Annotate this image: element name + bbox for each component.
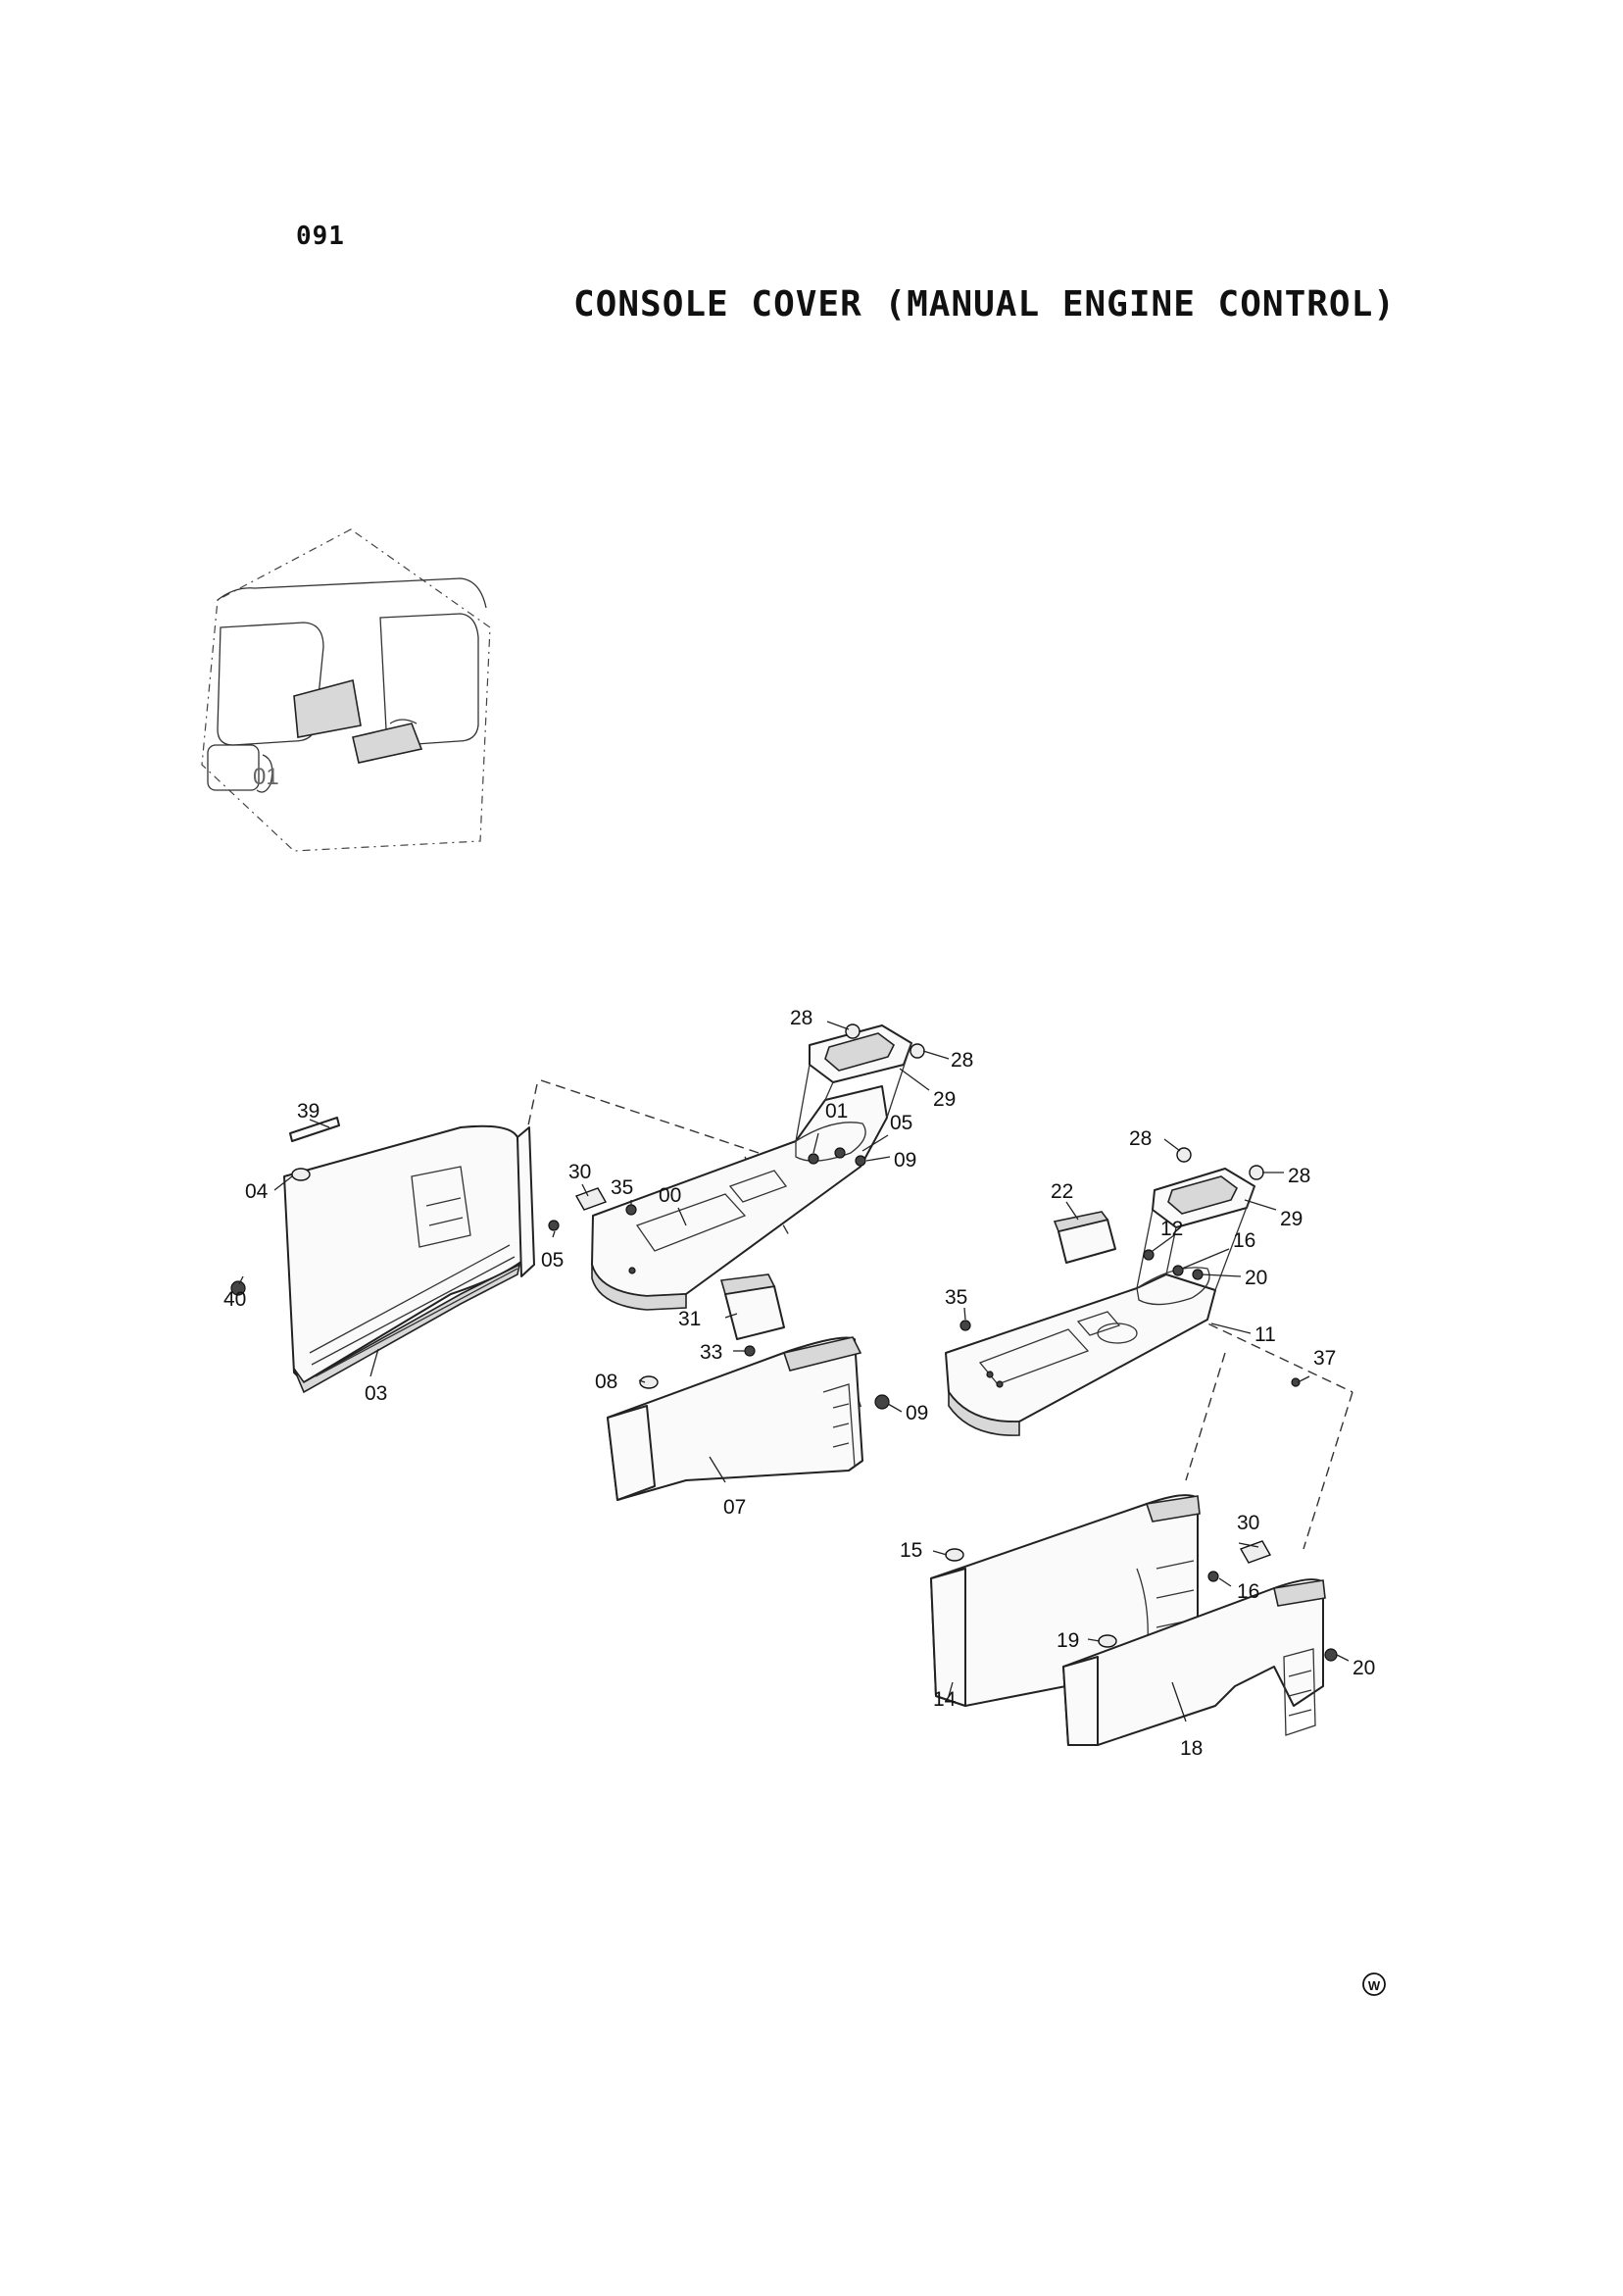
brand-mark-letter: W — [1368, 1978, 1381, 1993]
side-cover-03 — [283, 1124, 535, 1394]
fasteners — [230, 1023, 1338, 1662]
assembly-line — [1185, 1352, 1226, 1481]
part-label: 00 — [659, 1184, 681, 1207]
brand-mark-icon: W — [1362, 1972, 1386, 1996]
part-label: 09 — [894, 1149, 916, 1172]
part-label: 18 — [1180, 1737, 1203, 1760]
part-label: 29 — [933, 1088, 956, 1111]
assembly-line — [540, 1079, 824, 1175]
assembly-line — [1303, 1391, 1353, 1550]
switch-box-22 — [1053, 1211, 1116, 1264]
rear-cover-18 — [1062, 1578, 1326, 1746]
cup-holder-31 — [719, 1273, 785, 1340]
part-label: 12 — [1160, 1218, 1183, 1240]
part-label: 28 — [951, 1049, 973, 1072]
part-label: 30 — [568, 1161, 591, 1183]
part-label: 40 — [223, 1288, 246, 1311]
part-label: 03 — [365, 1382, 387, 1405]
page-title: CONSOLE COVER (MANUAL ENGINE CONTROL) — [573, 284, 1396, 324]
locator-number-label: 01 — [253, 764, 279, 790]
label-strip-39 — [289, 1117, 340, 1142]
part-label: 14 — [933, 1688, 957, 1711]
part-label: 01 — [825, 1100, 848, 1123]
console-top-11 — [945, 1267, 1216, 1436]
part-label: 35 — [611, 1176, 633, 1199]
part-label: 29 — [1280, 1208, 1303, 1230]
part-label: 09 — [906, 1402, 928, 1424]
part-label: 39 — [297, 1100, 320, 1123]
part-label: 31 — [678, 1308, 701, 1330]
part-label: 30 — [1237, 1512, 1259, 1534]
part-label: 11 — [1254, 1323, 1276, 1346]
part-label: 28 — [1129, 1127, 1152, 1150]
front-cover-07 — [607, 1336, 863, 1501]
part-label: 22 — [1051, 1180, 1073, 1203]
part-label: 16 — [1237, 1580, 1259, 1603]
part-labels: 28 28 29 01 05 09 39 04 30 35 00 05 40 0… — [223, 1007, 1375, 1760]
page-number: 091 — [296, 222, 345, 251]
part-label: 37 — [1313, 1347, 1336, 1370]
part-label: 05 — [541, 1249, 564, 1272]
grip-frame-29-right — [1136, 1168, 1255, 1291]
part-label: 20 — [1352, 1657, 1375, 1679]
part-label: 08 — [595, 1371, 617, 1393]
part-label: 05 — [890, 1112, 912, 1134]
part-label: 04 — [245, 1180, 269, 1203]
grip-frame-29-left — [795, 1024, 912, 1142]
part-label: 20 — [1245, 1267, 1267, 1289]
console-top-00 — [591, 1085, 888, 1311]
cab-locator-thumbnail: 01 — [201, 528, 491, 852]
leader-lines — [238, 1021, 1350, 1722]
part-label: 19 — [1057, 1629, 1079, 1652]
part-label: 28 — [1288, 1165, 1310, 1187]
part-label: 15 — [900, 1539, 922, 1562]
part-label: 28 — [790, 1007, 812, 1029]
part-label: 16 — [1233, 1229, 1255, 1252]
part-label: 35 — [945, 1286, 967, 1309]
part-label: 33 — [700, 1341, 722, 1364]
part-label: 07 — [723, 1496, 746, 1519]
